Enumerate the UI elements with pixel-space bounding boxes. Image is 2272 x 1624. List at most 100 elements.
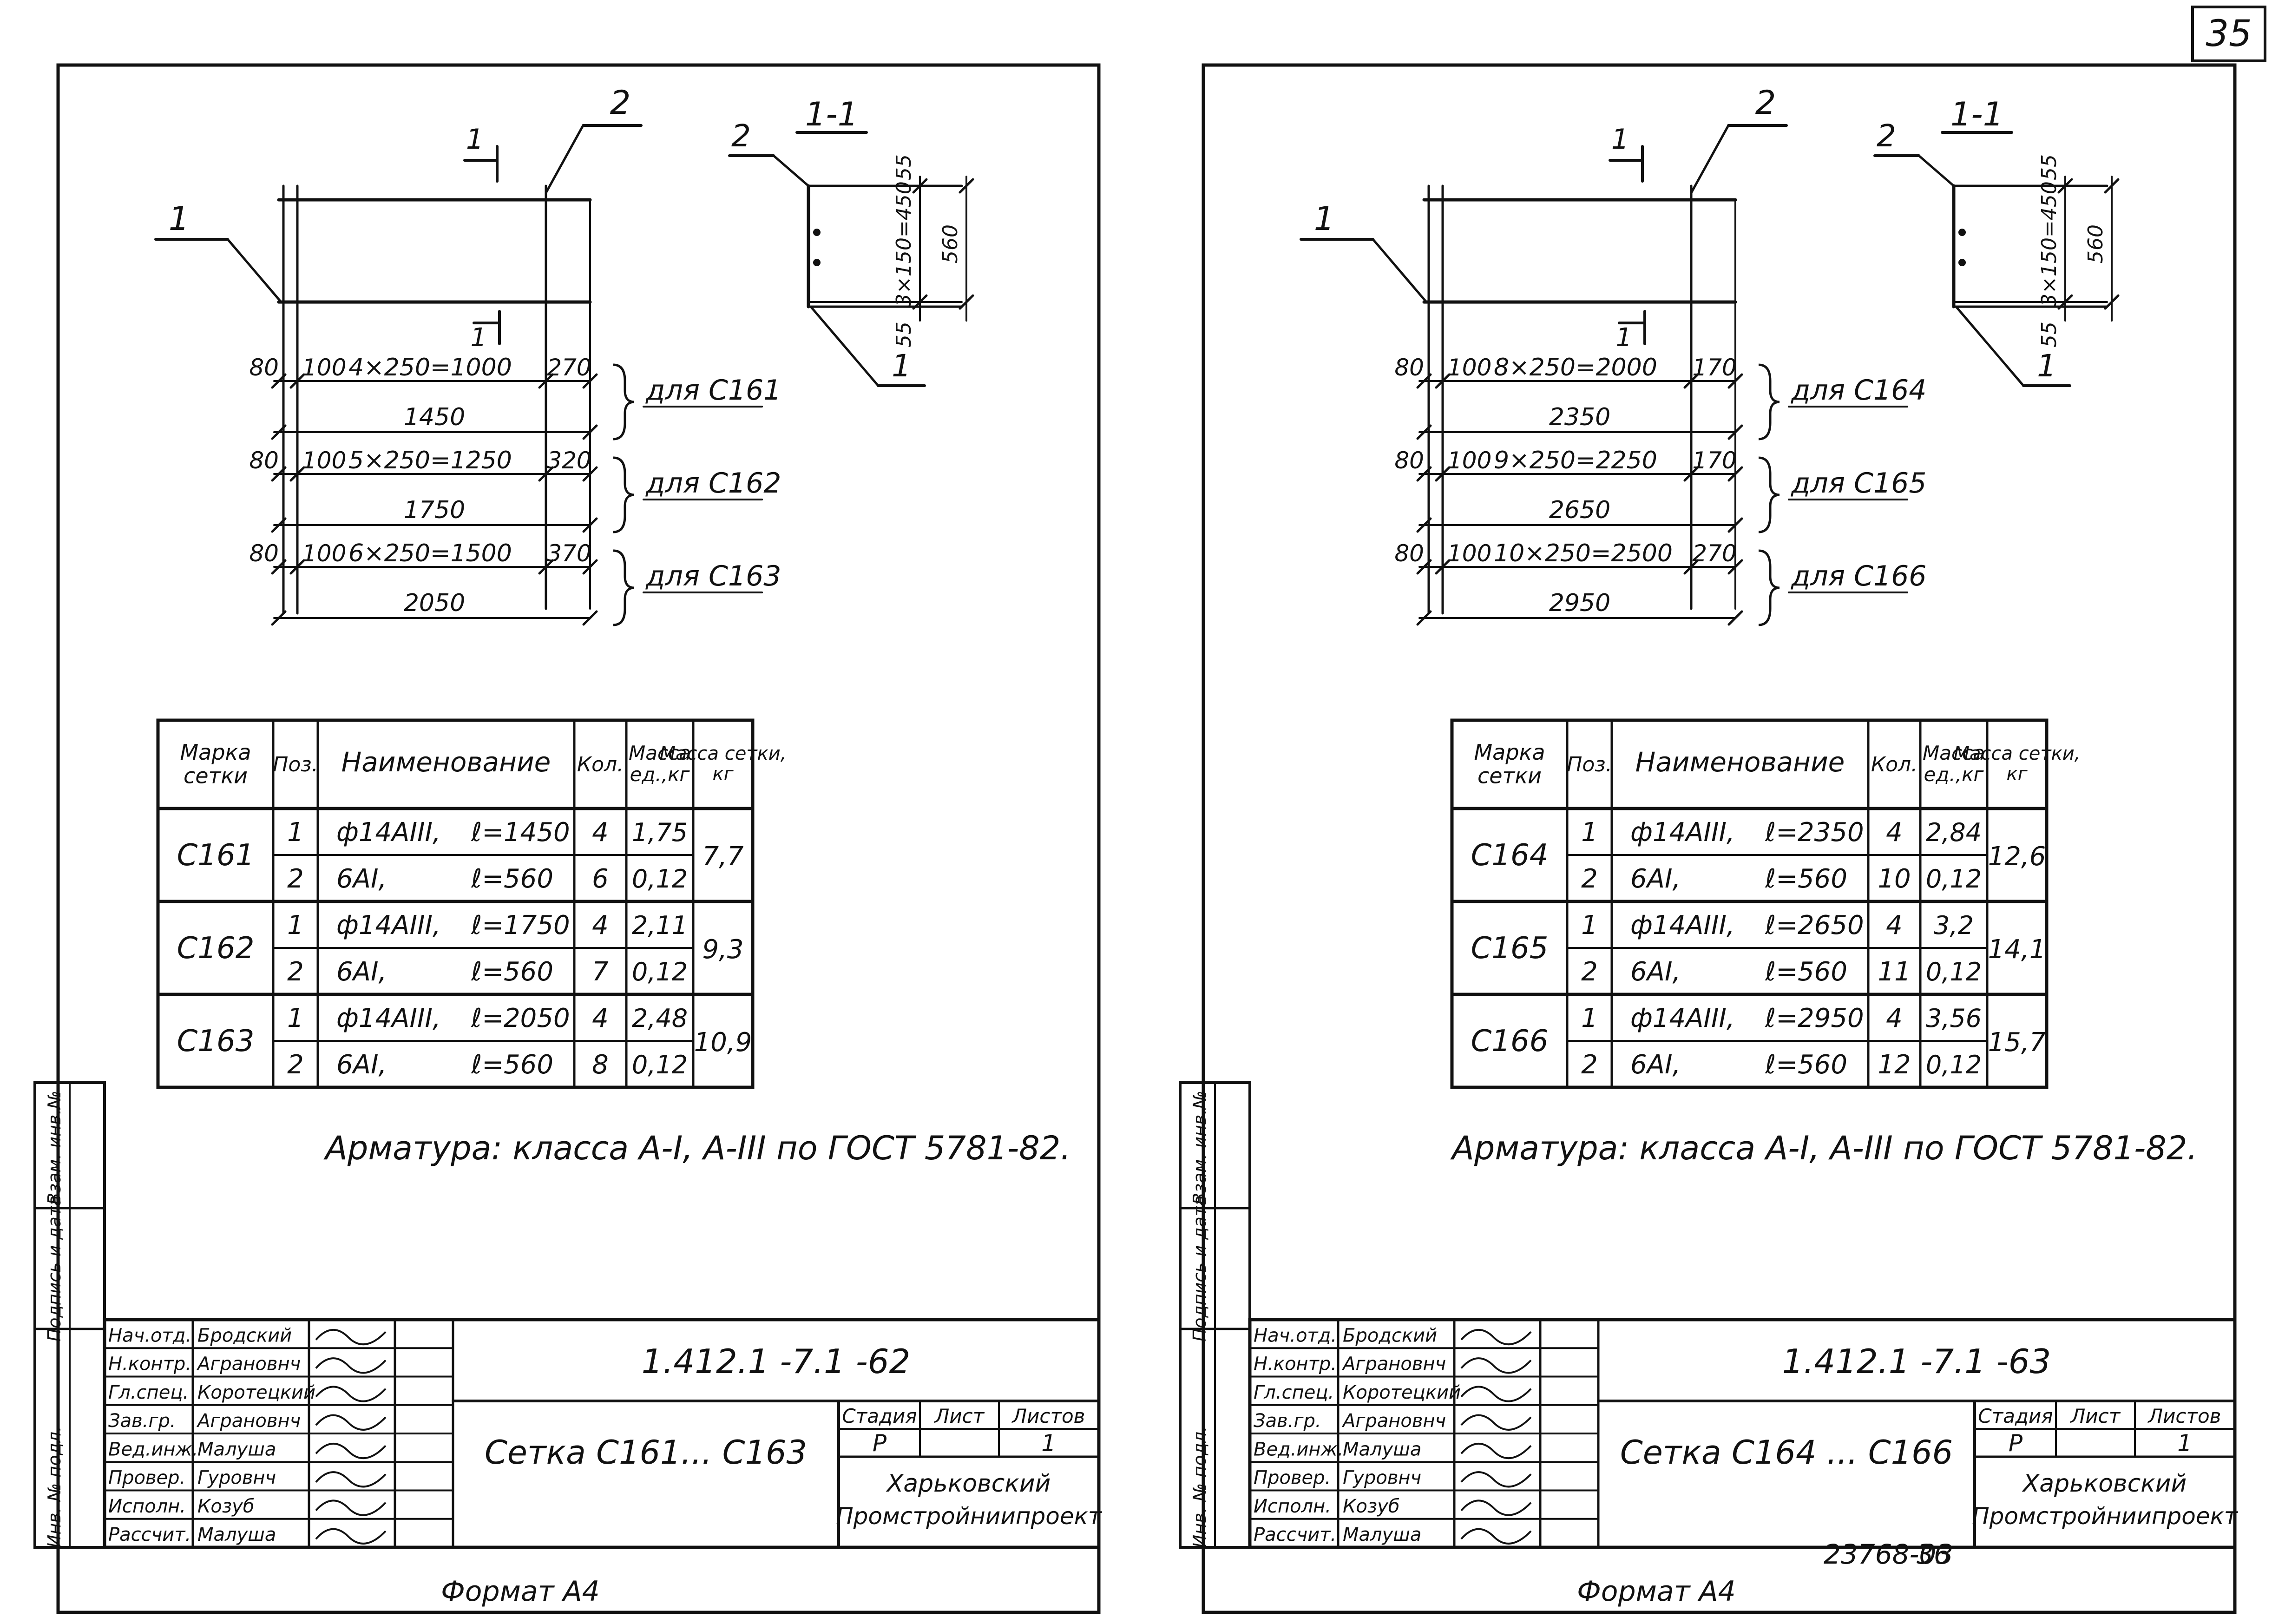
- cut-label-bottom: 1: [1616, 322, 1632, 352]
- table-qty: 4: [592, 817, 609, 848]
- table-pos: 1: [287, 817, 304, 848]
- table-header-line-text: Марка: [180, 740, 251, 765]
- dimension-tick: [959, 294, 974, 310]
- dim-step: 100: [1447, 447, 1491, 474]
- dim-total: 2650: [1549, 496, 1610, 524]
- stamp-role: Гл.спец.: [108, 1382, 189, 1403]
- table-border: [156, 718, 755, 1089]
- dimension-tick: [2104, 178, 2120, 194]
- reinforcement-note: Арматура: класса А-I, А-III по ГОСТ 5781…: [323, 1129, 1071, 1167]
- table-pos: 2: [1581, 1050, 1598, 1080]
- signature-scribble: [315, 1499, 387, 1516]
- section-label: 1-1: [805, 95, 858, 133]
- pos1-label: 1: [169, 200, 190, 238]
- organization: Промстройниипроект: [1972, 1503, 2239, 1530]
- title-block: Нач.отд.Н.контр.Гл.спец.Зав.гр.Вед.инж.П…: [1248, 1318, 2239, 1549]
- rod-dot: [1958, 229, 1966, 236]
- table-name: ф14АIII,: [1630, 910, 1735, 940]
- cut-label-top: 1: [1611, 123, 1629, 156]
- document-name: Сетка С164 ... С166: [1620, 1433, 1953, 1472]
- dim-right: 320: [547, 447, 591, 474]
- stamp-role: Исполн.: [108, 1496, 186, 1517]
- table-unit-mass: 1,75: [632, 818, 688, 847]
- dimension-tick: [1727, 424, 1743, 440]
- stamp-role: Вед.инж.: [108, 1439, 198, 1460]
- table-pos: 1: [1581, 910, 1598, 940]
- table-length: ℓ=2050: [471, 1003, 570, 1033]
- table-mark: С163: [177, 1024, 255, 1059]
- stage-value: Р: [2009, 1430, 2023, 1457]
- pos2-label: 2: [610, 84, 631, 122]
- stamp-name: Коротецкий: [197, 1382, 315, 1403]
- table-unit-mass: 0,12: [632, 864, 688, 894]
- pos1-label: 1: [1314, 200, 1335, 238]
- stamp-role: Исполн.: [1254, 1496, 1331, 1517]
- side-stamp-text: Взам. инв.№: [1189, 1091, 1210, 1205]
- dimension-tick: [1416, 517, 1432, 533]
- dimension-tick: [1435, 373, 1451, 389]
- table-header: Наименование: [1635, 746, 1845, 778]
- signature-scribble: [315, 1386, 387, 1402]
- table-name: 6АI,: [336, 1050, 387, 1080]
- stamp-name: Бродский: [1343, 1325, 1437, 1346]
- dim-right: 170: [1692, 447, 1736, 474]
- table-name: ф14АIII,: [1630, 817, 1735, 848]
- table-qty: 8: [592, 1050, 609, 1080]
- dimension-tick: [1435, 466, 1451, 482]
- dim-total: 1750: [404, 496, 465, 524]
- cut-label-bottom: 1: [471, 322, 487, 352]
- table-name: 6АI,: [336, 957, 387, 987]
- dimension-tick: [1727, 517, 1743, 533]
- dimension-tick: [1683, 466, 1699, 482]
- section-pos1-label: 1: [892, 348, 911, 384]
- table-pos: 1: [287, 910, 304, 940]
- table-length: ℓ=560: [471, 957, 553, 987]
- section-pos2-leader: [772, 154, 810, 187]
- signature-scribble: [1460, 1329, 1532, 1346]
- table-unit-mass: 0,12: [1926, 957, 1982, 986]
- dim-total: 1450: [404, 403, 465, 431]
- stamp-name: Козуб: [197, 1496, 254, 1517]
- organization: Харьковский: [2022, 1470, 2187, 1498]
- table-header-line-text: Кол.: [577, 753, 624, 776]
- dimension-tick: [2057, 294, 2073, 310]
- dim-left: 80: [1394, 447, 1424, 474]
- dimension-tick: [582, 424, 598, 440]
- side-stamp-text: Подпись и дата: [44, 1196, 65, 1342]
- table-pos: 2: [287, 1050, 304, 1080]
- dimension-tick: [582, 559, 598, 575]
- dim-step: 100: [302, 540, 346, 567]
- signature-scribble: [1460, 1471, 1532, 1488]
- dimension-tick: [912, 294, 928, 310]
- dimension-tick: [1727, 466, 1743, 482]
- stamp-name: Коротецкий: [1343, 1382, 1461, 1403]
- table-header-line-text: ед.,кг: [1924, 763, 1984, 786]
- section-label: 1-1: [1950, 95, 2003, 133]
- table-mark: С166: [1471, 1024, 1549, 1059]
- section-pos2-leader: [1917, 154, 1955, 187]
- dimension-tick: [538, 373, 554, 389]
- table-header: Наименование: [341, 746, 551, 778]
- dim-right: 370: [547, 540, 591, 567]
- table-qty: 4: [1886, 910, 1903, 940]
- signature-scribble: [1460, 1386, 1532, 1402]
- table-length: ℓ=2350: [1765, 817, 1864, 848]
- stamp-role: Зав.гр.: [1254, 1410, 1321, 1432]
- stamp-name: Малуша: [1343, 1439, 1421, 1460]
- dim-run: 8×250=2000: [1494, 354, 1657, 381]
- dim-note: для С164: [1791, 374, 1926, 407]
- cut-label-top: 1: [466, 123, 484, 156]
- table-header: Масса сетки,кг: [1953, 743, 2080, 785]
- dimension-tick: [2057, 178, 2073, 194]
- section-dim-mid: 3×150=450: [892, 181, 916, 307]
- table-header-line-text: сетки: [1477, 763, 1542, 789]
- table-header-line-text: Поз.: [273, 753, 318, 776]
- table-header: Поз.: [1567, 753, 1612, 776]
